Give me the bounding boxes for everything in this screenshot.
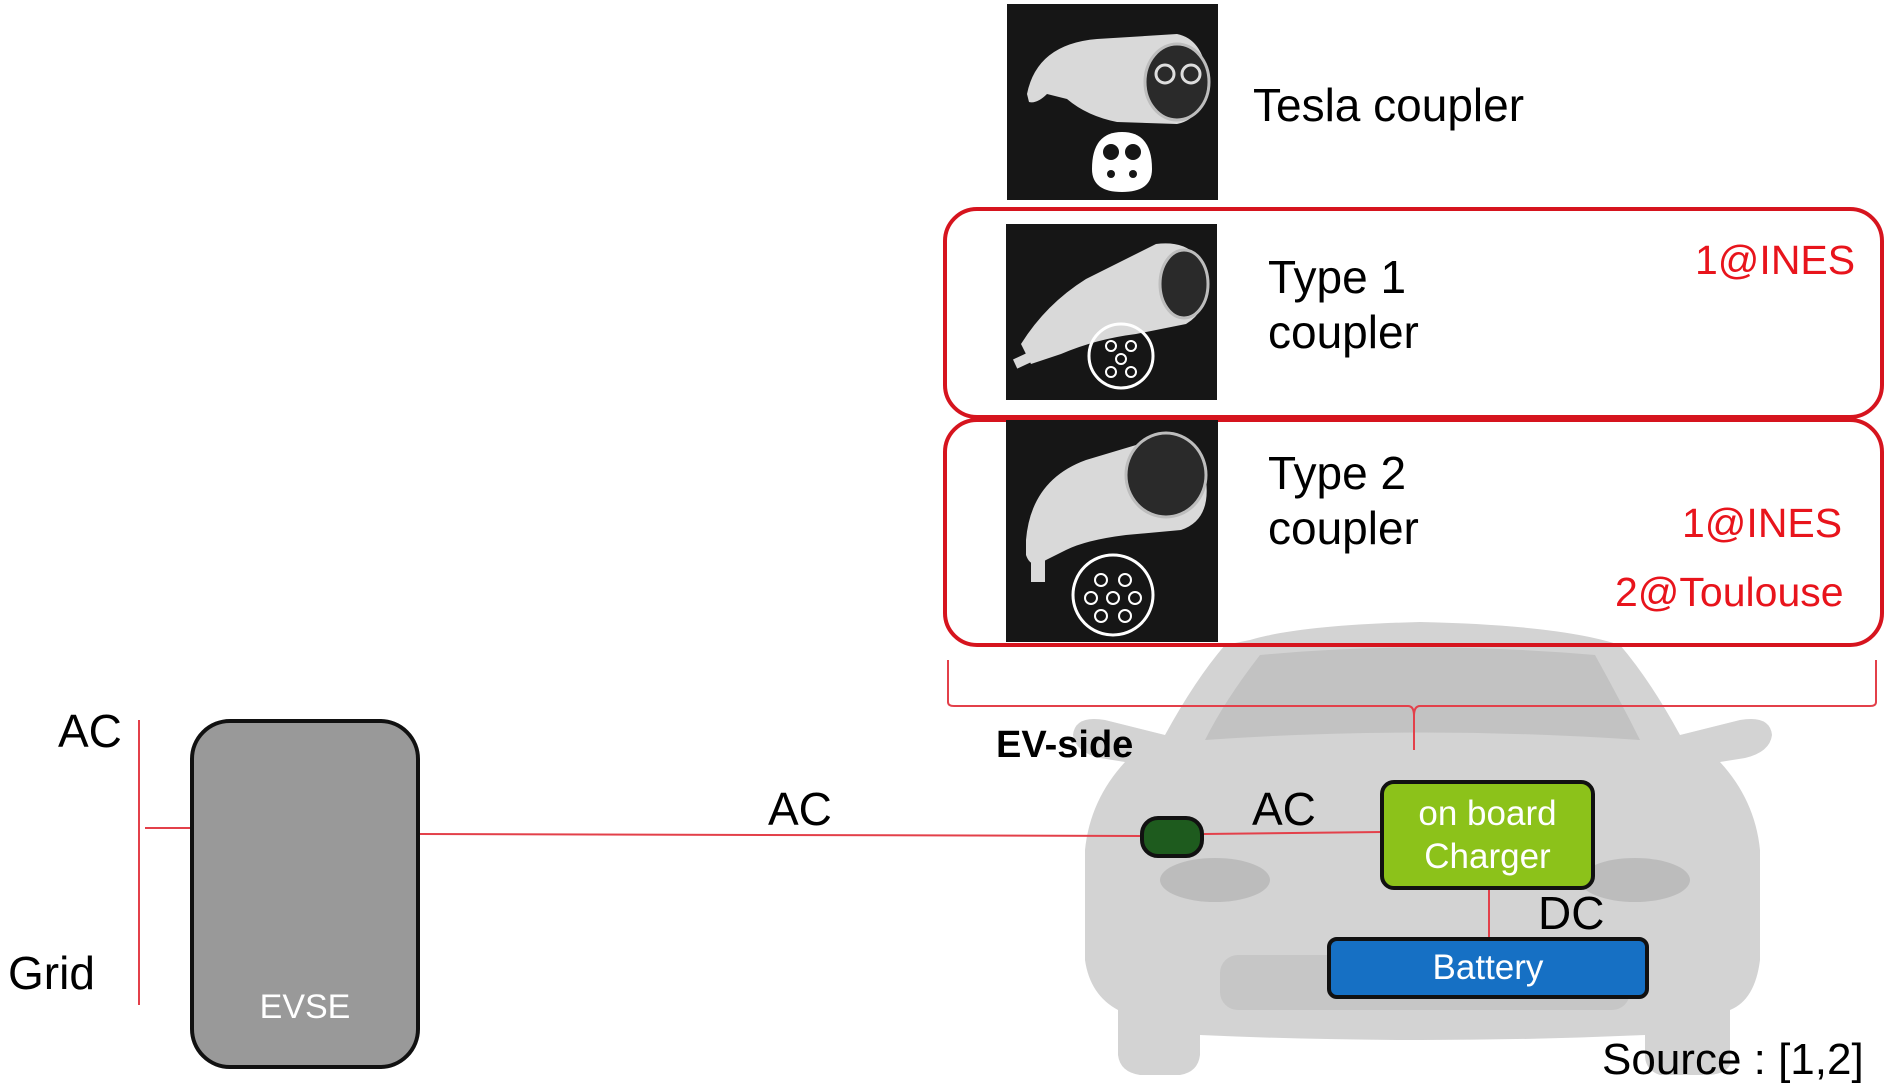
tesla-coupler-image [1007,4,1218,200]
connector-to-charger-line [1203,831,1383,835]
type2-coupler-label: Type 2 coupler [1268,446,1419,556]
evse-label: EVSE [259,988,351,1026]
type2-label-line-2: coupler [1268,502,1419,555]
vehicle-inlet-connector [1140,816,1204,858]
grid-ac-label: AC [58,705,122,757]
type2-label-line-1: Type 2 [1268,447,1407,499]
cable-ac-label: AC [768,783,832,835]
tesla-plug-icon [1027,34,1211,192]
source-citation: Source : [1,2] [1602,1035,1864,1084]
charger-line-1: on board [1418,794,1557,833]
evse-box: EVSE [190,719,420,1069]
type1-tag-ines: 1@INES [1695,237,1856,283]
ev-side-label: EV-side [996,724,1134,766]
type1-label-line-1: Type 1 [1268,251,1407,303]
type2-highlight-box [943,418,1884,647]
battery-box: Battery [1327,937,1649,999]
type2-tag-toulouse: 2@Toulouse [1615,569,1844,615]
type2-coupler-image [1006,420,1218,642]
vehicle-dc-label: DC [1538,887,1605,939]
type1-highlight-box [943,207,1884,419]
type1-coupler-label: Type 1 coupler [1268,250,1419,360]
type1-label-line-2: coupler [1268,306,1419,359]
grid-label: Grid [8,947,95,999]
charger-line-2: Charger [1424,836,1551,876]
tesla-coupler-label: Tesla coupler [1253,79,1525,131]
type1-coupler-image [1006,224,1217,400]
on-board-charger-box: on board Charger [1380,780,1595,890]
type2-tag-ines: 1@INES [1682,500,1843,546]
ac-cable-line [419,833,1143,837]
type2-plug-icon [1026,431,1208,637]
vehicle-ac-label: AC [1252,783,1316,835]
type1-plug-icon [1013,243,1210,390]
